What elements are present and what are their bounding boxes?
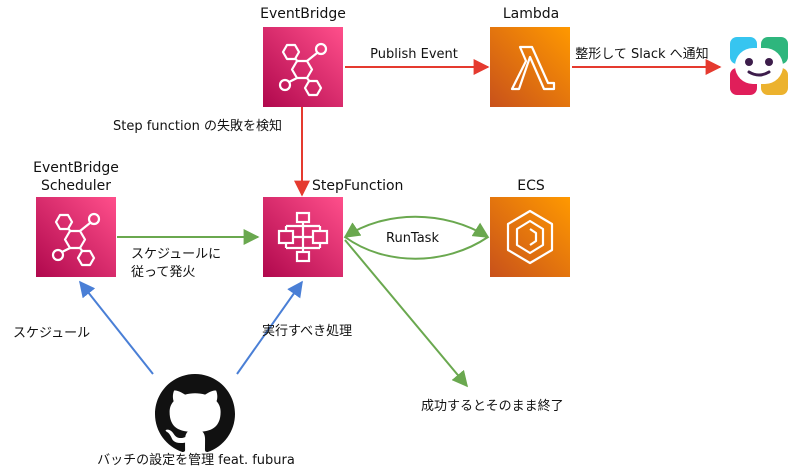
publish-event-label: Publish Event (370, 47, 458, 62)
eventbridge-title: EventBridge (260, 6, 346, 22)
detect-failure-label: Step function の失敗を検知 (113, 119, 282, 134)
success-label: 成功するとそのまま終了 (421, 399, 564, 414)
slack-icon (730, 37, 788, 95)
stepfunction-title: StepFunction (312, 178, 404, 194)
eventbridge-scheduler-icon (36, 197, 116, 277)
runtask-label: RunTask (386, 231, 439, 246)
stepfunction-node (263, 197, 343, 277)
lambda-node (490, 27, 570, 107)
batch-caption: バッチの設定を管理 feat. fubura (97, 453, 295, 468)
edge-runtask-request (343, 215, 490, 238)
eventbridge-node (263, 27, 343, 107)
workload-label: 実行すべき処理 (262, 324, 353, 339)
edge-workload-config (236, 280, 303, 375)
ecs-node (490, 197, 570, 277)
ecs-icon (490, 197, 570, 277)
edge-runtask-return (344, 236, 489, 260)
scheduler-title-line1: EventBridge (33, 160, 119, 176)
github-node (155, 374, 235, 454)
trigger-label-line1: スケジュールに (131, 247, 222, 262)
lambda-icon (490, 27, 570, 107)
notify-slack-label: 整形して Slack へ通知 (575, 47, 709, 62)
trigger-label-line2: 従って発火 (131, 265, 196, 280)
eventbridge-scheduler-node (36, 197, 116, 277)
step-functions-icon (263, 197, 343, 277)
schedule-label: スケジュール (13, 326, 91, 341)
edge-success (344, 239, 469, 388)
lambda-title: Lambda (502, 6, 560, 22)
eventbridge-icon (263, 27, 343, 107)
slack-node (727, 34, 791, 98)
github-icon (155, 374, 235, 453)
edge-schedule-config (79, 280, 154, 375)
scheduler-title-line2: Scheduler (40, 178, 112, 194)
ecs-title: ECS (517, 178, 545, 194)
